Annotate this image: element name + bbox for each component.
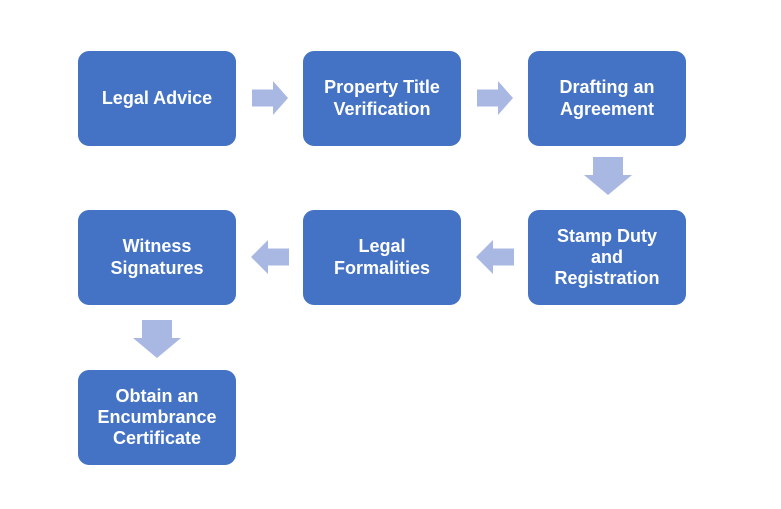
node-label: Obtain an Encumbrance Certificate [97, 385, 217, 449]
left-arrow-icon-stamp-duty-to-legal-formalities [476, 240, 514, 274]
node-witness-signatures: Witness Signatures [78, 210, 236, 305]
node-label: Legal Advice [101, 87, 213, 108]
node-label: Drafting an Agreement [559, 77, 655, 119]
right-arrow-icon-property-title-to-drafting [477, 81, 513, 115]
node-label: Witness Signatures [110, 236, 204, 278]
left-arrow-icon-legal-formalities-to-witness [251, 240, 289, 274]
node-label: Legal Formalities [333, 236, 431, 278]
node-label: Stamp Duty and Registration [554, 225, 660, 289]
node-drafting-an-agreement: Drafting an Agreement [528, 51, 686, 146]
node-property-title-verification: Property Title Verification [303, 51, 461, 146]
node-label: Property Title Verification [324, 77, 440, 119]
right-arrow-icon-legal-advice-to-property-title [252, 81, 288, 115]
down-arrow-icon-drafting-to-stamp-duty [584, 157, 632, 195]
node-obtain-an-encumbrance-certificate: Obtain an Encumbrance Certificate [78, 370, 236, 465]
node-stamp-duty-and-registration: Stamp Duty and Registration [528, 210, 686, 305]
down-arrow-icon-witness-to-encumbrance [133, 320, 181, 358]
node-legal-advice: Legal Advice [78, 51, 236, 146]
node-legal-formalities: Legal Formalities [303, 210, 461, 305]
